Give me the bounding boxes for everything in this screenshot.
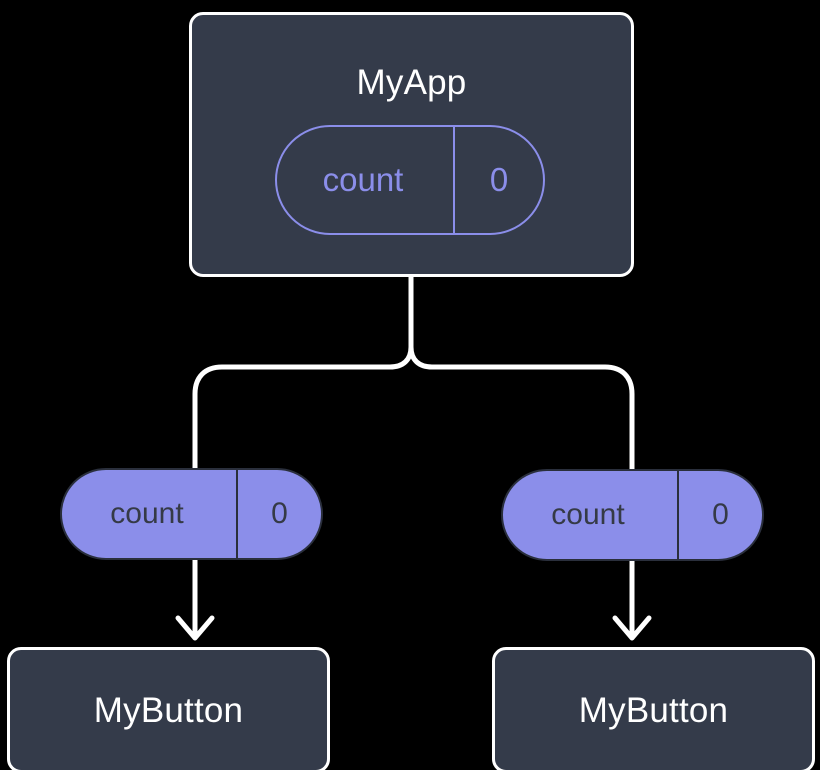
node-myapp-label: MyApp bbox=[356, 63, 467, 102]
props-pill-count-right[interactable]: count 0 bbox=[501, 469, 764, 561]
props-pill-count-left[interactable]: count 0 bbox=[60, 468, 323, 560]
props-pill-key: count bbox=[551, 498, 625, 531]
state-pill-key: count bbox=[322, 161, 404, 198]
edge-root-split-left bbox=[192, 344, 414, 473]
node-mybutton-right[interactable]: MyButton bbox=[492, 647, 815, 770]
node-mybutton-left[interactable]: MyButton bbox=[7, 647, 330, 770]
props-pill-value: 0 bbox=[677, 471, 762, 559]
node-mybutton-right-label: MyButton bbox=[578, 690, 729, 730]
state-pill-value: 0 bbox=[453, 127, 543, 233]
node-mybutton-left-label: MyButton bbox=[93, 690, 244, 730]
state-pill-count-root[interactable]: count 0 bbox=[275, 125, 545, 235]
arrowhead-left-icon bbox=[175, 615, 215, 641]
edge-root-split bbox=[408, 274, 635, 473]
props-pill-key: count bbox=[110, 497, 184, 530]
arrowhead-right-icon bbox=[612, 615, 652, 641]
props-pill-value: 0 bbox=[236, 470, 321, 558]
